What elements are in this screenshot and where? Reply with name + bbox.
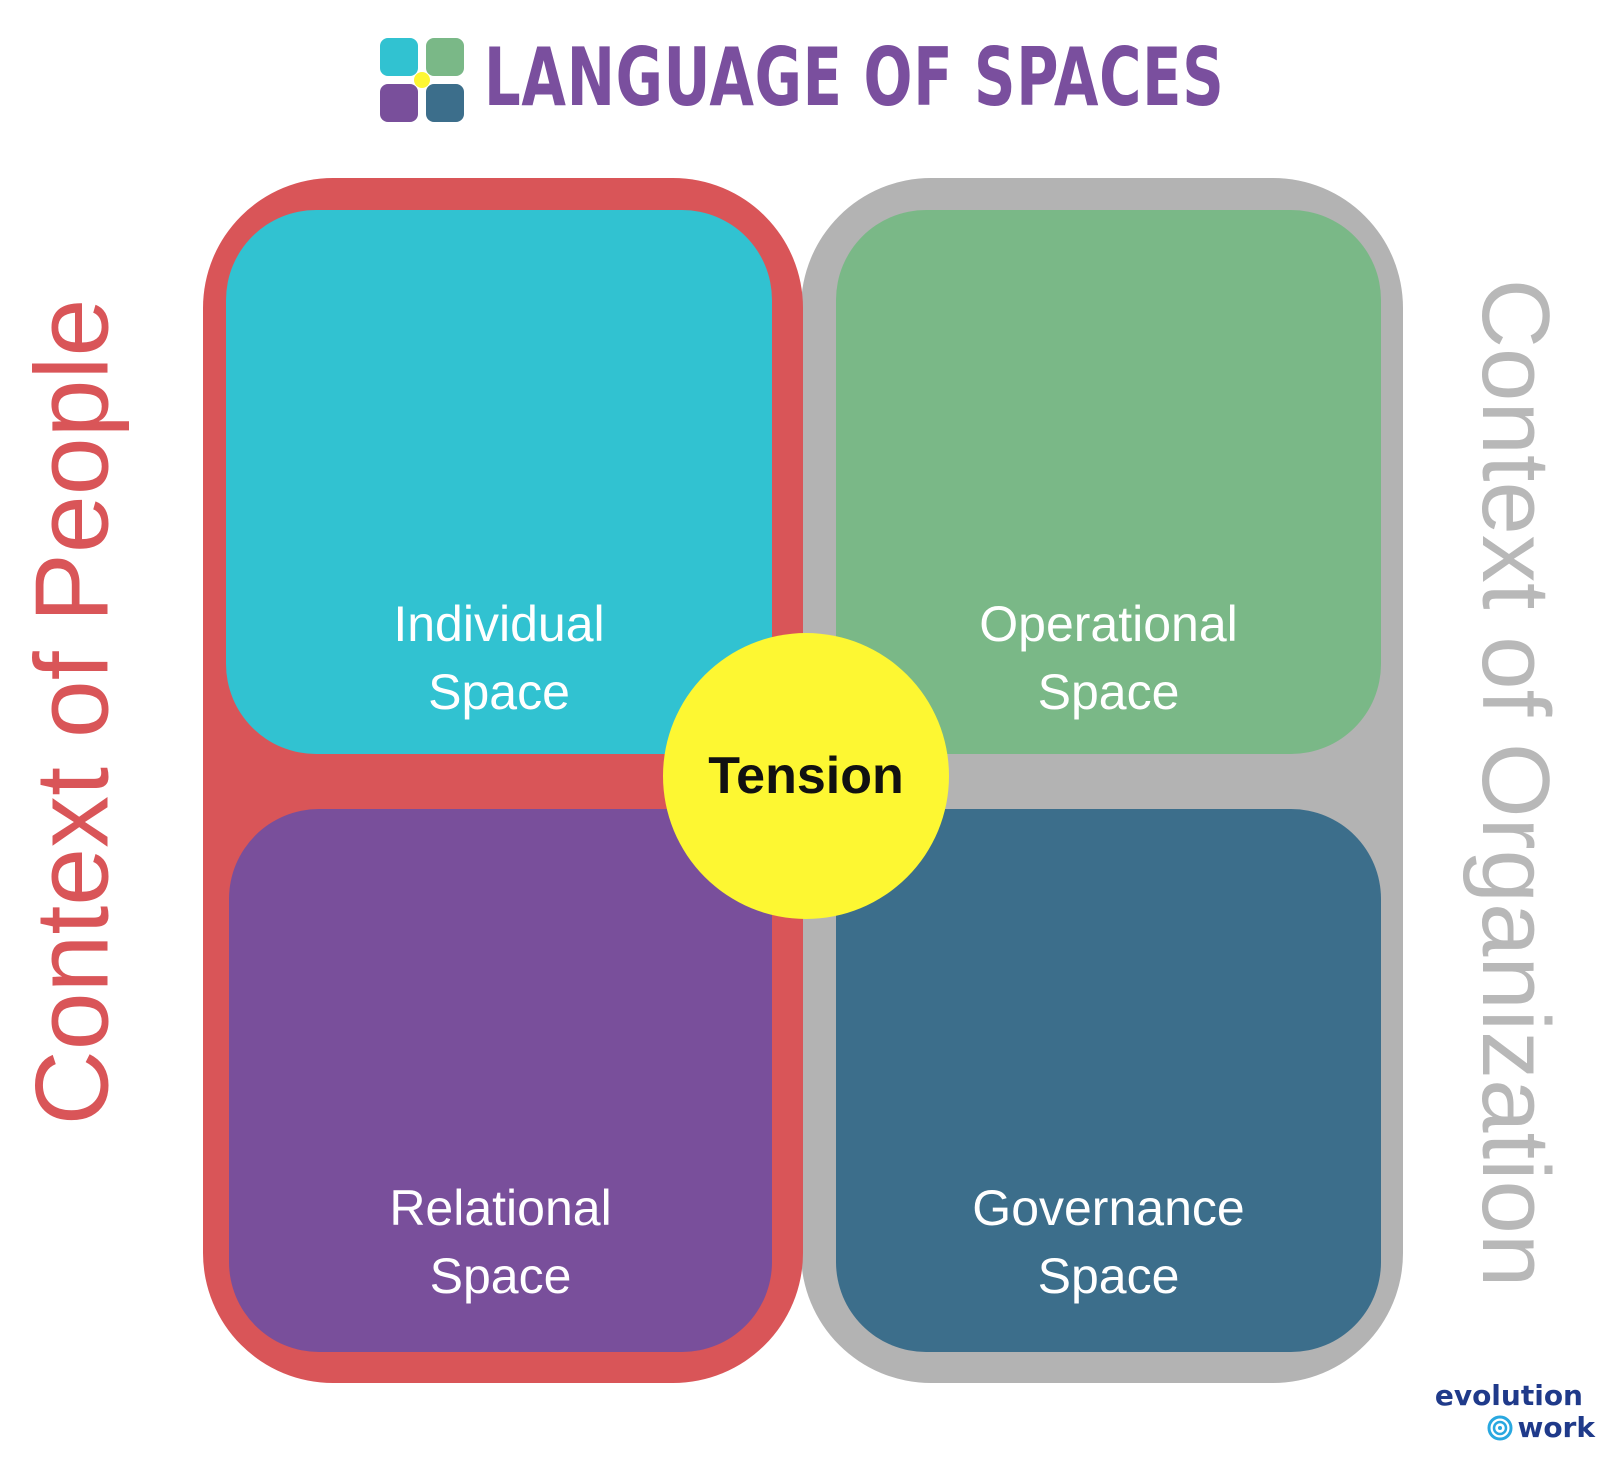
tension-circle: Tension — [663, 633, 949, 919]
individual-space-label-line1: Individual — [393, 596, 605, 652]
operational-space-label-line1: Operational — [979, 596, 1238, 652]
individual-space-card: Individual Space — [226, 210, 772, 754]
governance-space-card: Governance Space — [836, 809, 1381, 1352]
tension-label: Tension — [708, 747, 904, 805]
individual-space-label-line2: Space — [428, 664, 570, 720]
relational-space-label-line1: Relational — [389, 1180, 612, 1236]
relational-space-card: Relational Space — [229, 809, 772, 1352]
operational-space-label-line2: Space — [1037, 664, 1180, 720]
relational-space-label-line2: Space — [429, 1248, 572, 1304]
logo-square-teal — [380, 38, 418, 76]
logo-square-green — [426, 38, 464, 76]
governance-space-label-line2: Space — [1037, 1248, 1180, 1304]
brand-line1: evolution — [1434, 1379, 1583, 1412]
context-people-label: Context of People — [14, 298, 131, 1126]
four-squares-logo-icon — [380, 38, 464, 122]
operational-space-card: Operational Space — [836, 210, 1381, 754]
logo-square-purple — [380, 84, 418, 122]
governance-space-label-line1: Governance — [972, 1180, 1245, 1236]
evolution-work-logo: evolution work — [1425, 1380, 1595, 1444]
page-title: LANGUAGE OF SPACES — [484, 31, 1225, 124]
logo-square-blue — [426, 84, 464, 122]
brand-line2-wrap: work — [1425, 1412, 1595, 1444]
brand-line2: work — [1517, 1411, 1595, 1444]
context-organization-label: Context of Organization — [1462, 278, 1569, 1288]
swirl-icon — [1487, 1415, 1513, 1441]
logo-center-dot — [414, 72, 430, 88]
